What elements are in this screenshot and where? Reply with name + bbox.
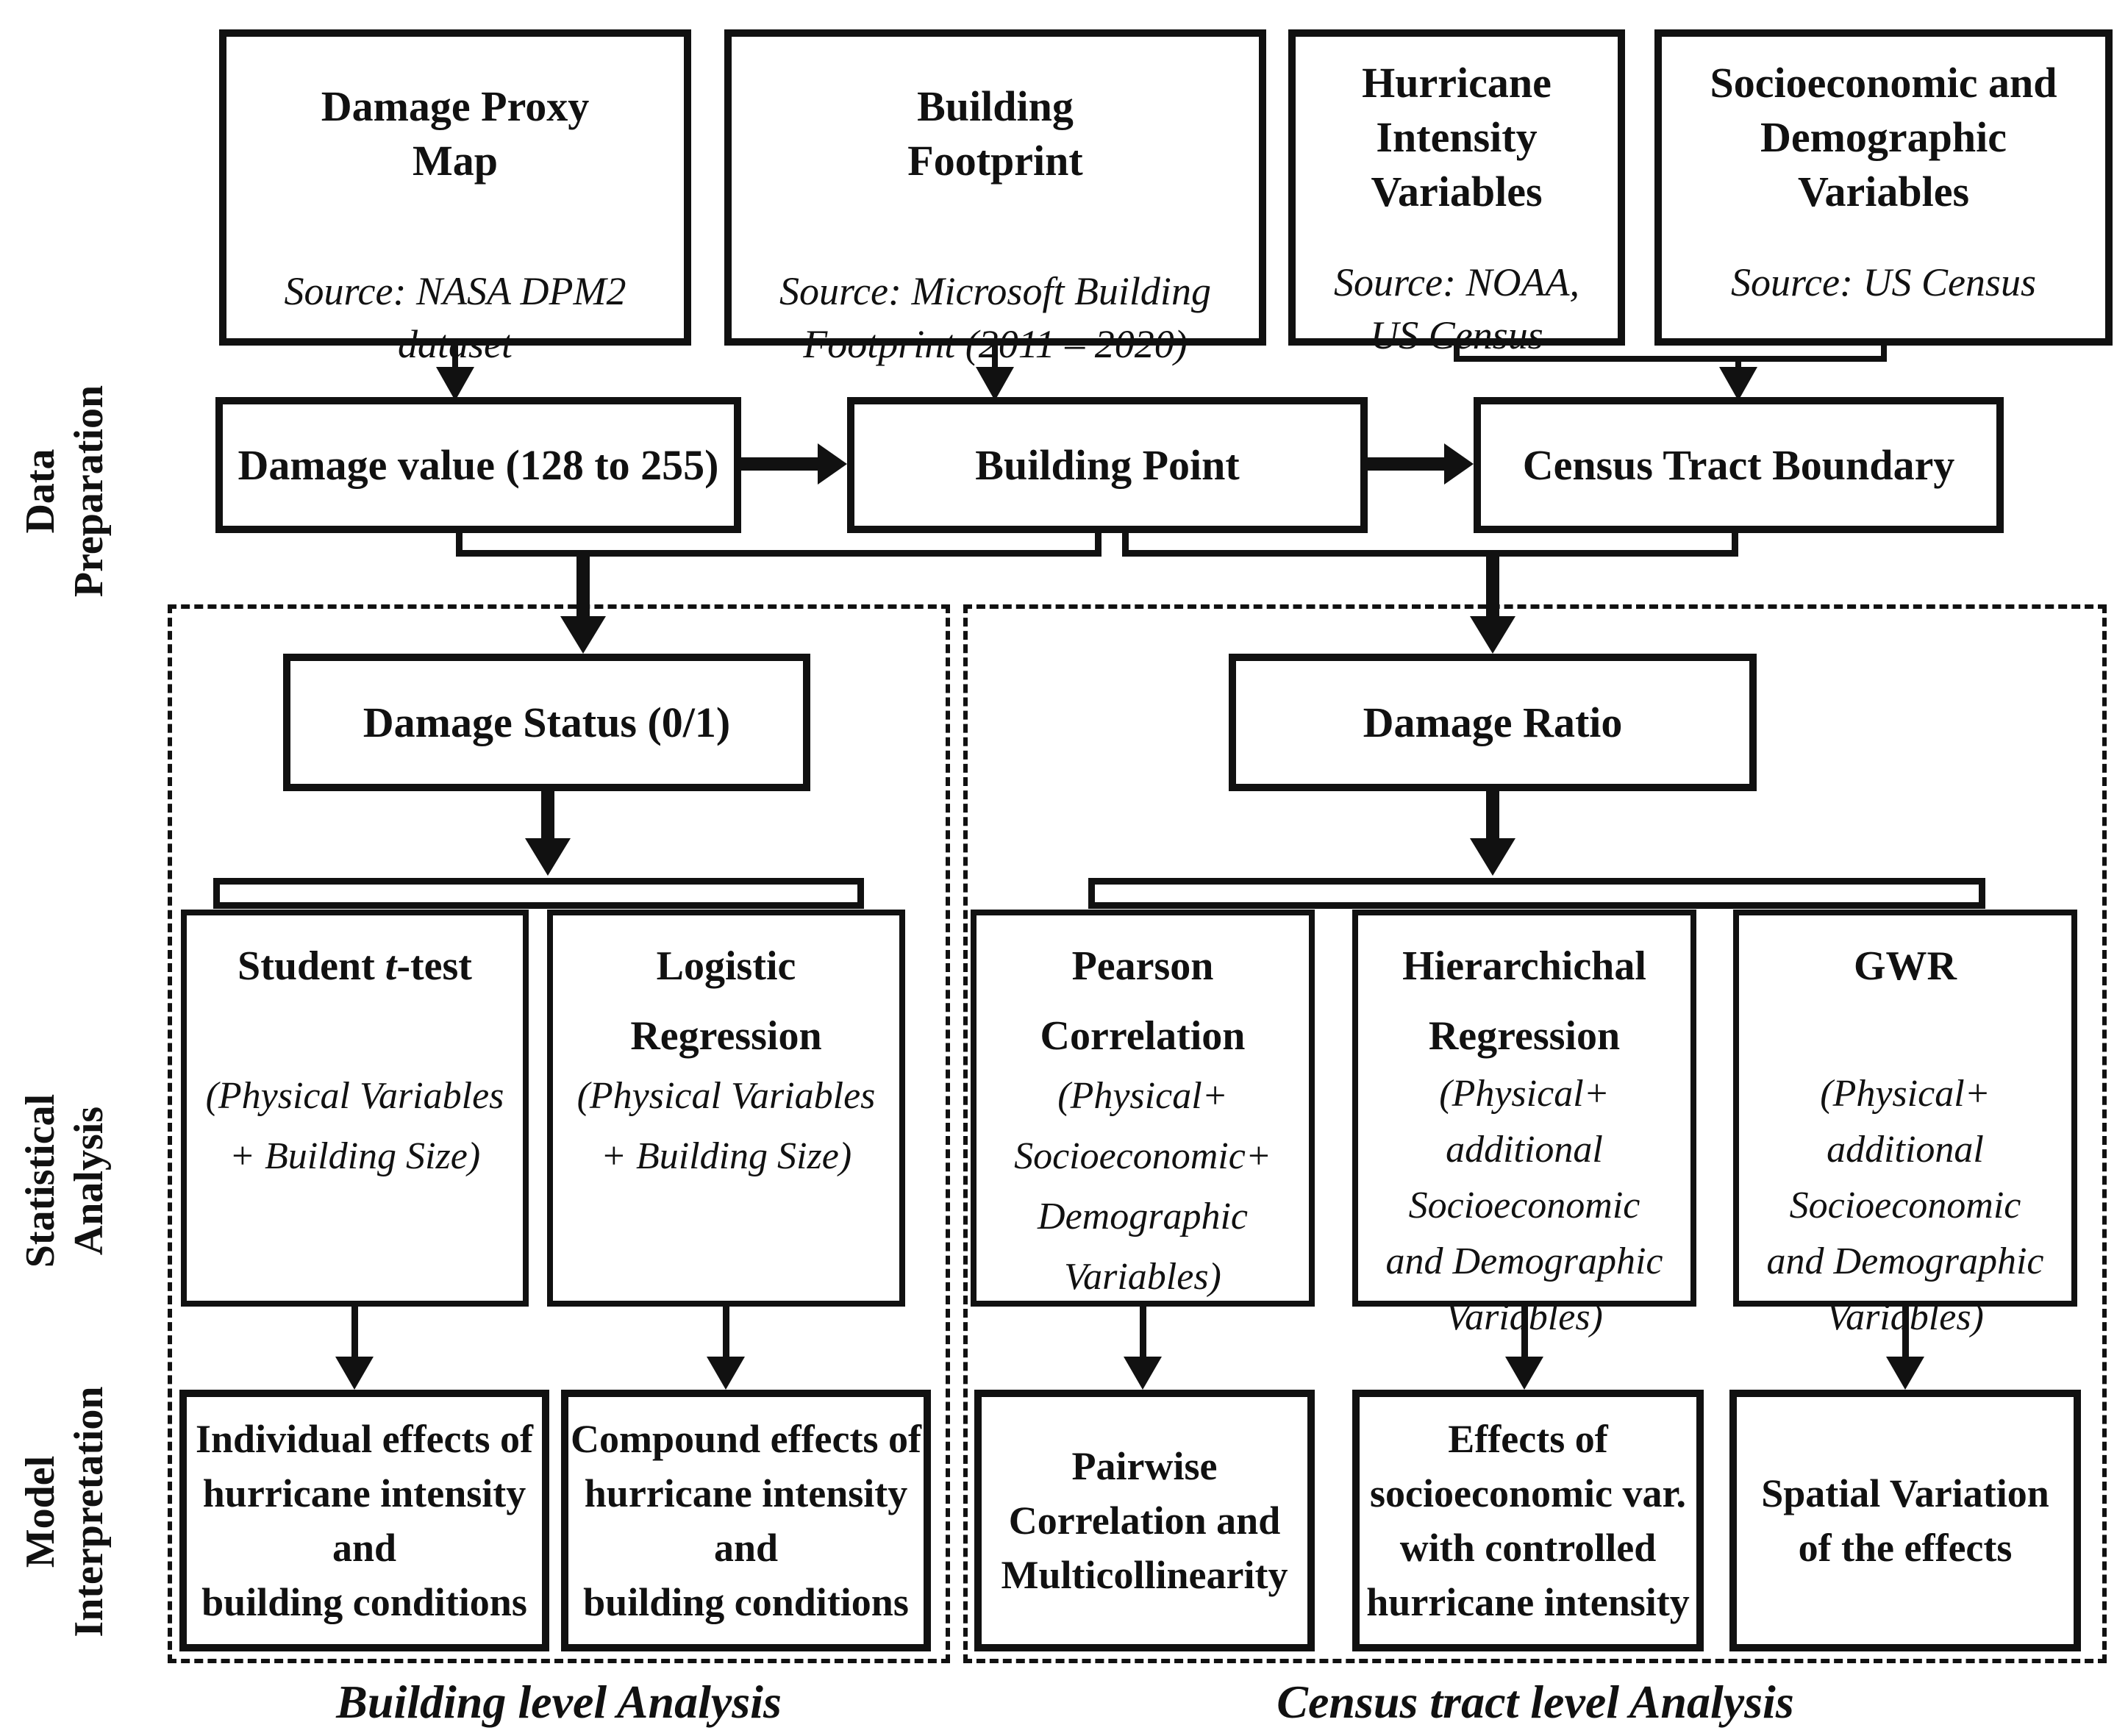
connector-to-damage-ratio [1486,550,1499,618]
connector-damage-ratio-out [1486,791,1499,840]
box-subtitle: (Physical Variables + Building Size) [576,1075,876,1177]
box-label: Damage Ratio [1363,698,1623,746]
connector-damage-value-stub [456,532,463,557]
connector-census-tract-stub [1732,532,1738,557]
box-student-t-test: Student t-test (Physical Variables + Bui… [181,910,529,1307]
box-title: Hurricane Intensity Variables [1362,59,1552,215]
box-socioeconomic-demographic: Socioeconomic and Demographic Variables … [1654,29,2113,346]
box-title: Damage Proxy Map [321,82,590,185]
arrow-down-icon [1470,616,1515,654]
box-text: Compound effects of hurricane intensity … [571,1417,921,1624]
box-building-point: Building Point [847,397,1368,533]
box-subtitle: (Physical+ additional Socioeconomic and … [1385,1073,1663,1338]
connector-gwr-out [1902,1307,1909,1358]
box-hierarchical-regression: Hierarchichal Regression (Physical+ addi… [1352,910,1696,1338]
building-level-region [168,604,950,1663]
connector-building-point-stub-left [1095,532,1102,557]
arrow-down-icon [560,616,606,654]
box-subtitle: (Physical Variables + Building Size) [205,1075,504,1177]
arrow-down-icon [436,367,474,401]
box-label: Damage Status (0/1) [363,698,731,746]
connector-left-merge-bar [456,550,1102,557]
connector-building-point-stub-right [1122,532,1129,557]
box-title: Socioeconomic and Demographic Variables [1710,59,2057,215]
arrow-down-icon [1886,1357,1924,1390]
box-text: Effects of socioeconomic var. with contr… [1366,1417,1690,1624]
section-label-model-interpretation: Model Interpretation [18,1386,112,1637]
box-logistic-regression: Logistic Regression (Physical Variables … [547,910,905,1307]
arrow-down-icon [707,1357,745,1390]
connector-damage-status-out [541,791,554,840]
box-damage-ratio: Damage Ratio [1229,654,1757,791]
box-pearson-correlation: Pearson Correlation (Physical+ Socioecon… [971,910,1315,1307]
caption-building-level: Building level Analysis [336,1676,782,1728]
box-subtitle: (Physical+ additional Socioeconomic and … [1766,1073,2044,1338]
connector-footprint-to-building-point [992,346,998,369]
box-text: Spatial Variation of the effects [1761,1471,2049,1570]
connector-to-damage-status [576,550,590,618]
connector-merge-to-census-tract [1735,359,1741,369]
box-building-footprint: Building Footprint Source: Microsoft Bui… [724,29,1266,366]
connector-merge-bar-top [1454,356,1887,362]
box-gwr: GWR (Physical+ additional Socioeconomic … [1733,910,2077,1338]
arrow-right-icon [1444,443,1474,485]
connector-hierarchical-out [1521,1307,1528,1358]
box-title: GWR [1854,943,1957,989]
section-label-data-preparation: Data Preparation [18,385,112,598]
box-compound-effects: Compound effects of hurricane intensity … [561,1390,931,1651]
box-title: Building Footprint [907,82,1083,185]
connector-building-point-to-census-tract [1368,457,1447,471]
connector-hurricane-stub [1454,346,1460,362]
box-individual-effects: Individual effects of hurricane intensit… [179,1390,549,1651]
branch-rail-census-level [1088,878,1985,909]
box-source: Source: US Census [1731,260,2036,304]
census-level-region [963,604,2107,1663]
box-title: Logistic Regression [630,943,822,1059]
box-damage-proxy-map: Damage Proxy Map Source: NASA DPM2 datas… [219,29,691,366]
box-source: Source: NASA DPM2 dataset [284,269,626,366]
connector-ttest-out [351,1307,358,1358]
box-pairwise-correlation: Pairwise Correlation and Multicollineari… [974,1390,1315,1651]
connector-dpm-to-damage-value [452,346,458,369]
box-source: Source: Microsoft Building Footprint (20… [779,269,1211,366]
connector-damage-value-to-building-point [741,457,821,471]
connector-pearson-out [1140,1307,1146,1358]
box-damage-status: Damage Status (0/1) [283,654,810,791]
connector-logistic-out [723,1307,729,1358]
box-damage-value: Damage value (128 to 255) [215,397,741,533]
box-subtitle: (Physical+ Socioeconomic+ Demographic Va… [1014,1075,1271,1298]
arrow-right-icon [818,443,847,485]
arrow-down-icon [1719,367,1757,401]
box-title: Pearson Correlation [1040,943,1246,1059]
box-label: Building Point [975,440,1240,489]
box-title: Hierarchichal Regression [1402,943,1646,1059]
section-label-statistical-analysis: Statistical Analysis [18,1093,112,1268]
box-text: Individual effects of hurricane intensit… [196,1417,533,1624]
box-label: Census Tract Boundary [1522,440,1955,489]
connector-right-merge-bar [1122,550,1738,557]
branch-rail-building-level [213,878,864,909]
box-socioeconomic-effects: Effects of socioeconomic var. with contr… [1352,1390,1704,1651]
connector-socioeconomic-stub [1881,346,1887,362]
box-title: Student t-test [238,943,472,989]
caption-census-level: Census tract level Analysis [1277,1676,1794,1728]
box-hurricane-intensity: Hurricane Intensity Variables Source: NO… [1288,29,1625,357]
box-census-tract-boundary: Census Tract Boundary [1474,397,2004,533]
box-label: Damage value (128 to 255) [238,440,719,489]
arrow-down-icon [525,838,571,876]
arrow-down-icon [1124,1357,1162,1390]
box-source: Source: NOAA, US Census [1334,260,1579,357]
box-text: Pairwise Correlation and Multicollineari… [1001,1444,1288,1597]
box-spatial-variation: Spatial Variation of the effects [1729,1390,2081,1651]
arrow-down-icon [976,367,1014,401]
arrow-down-icon [1505,1357,1543,1390]
arrow-down-icon [335,1357,374,1390]
arrow-down-icon [1470,838,1515,876]
